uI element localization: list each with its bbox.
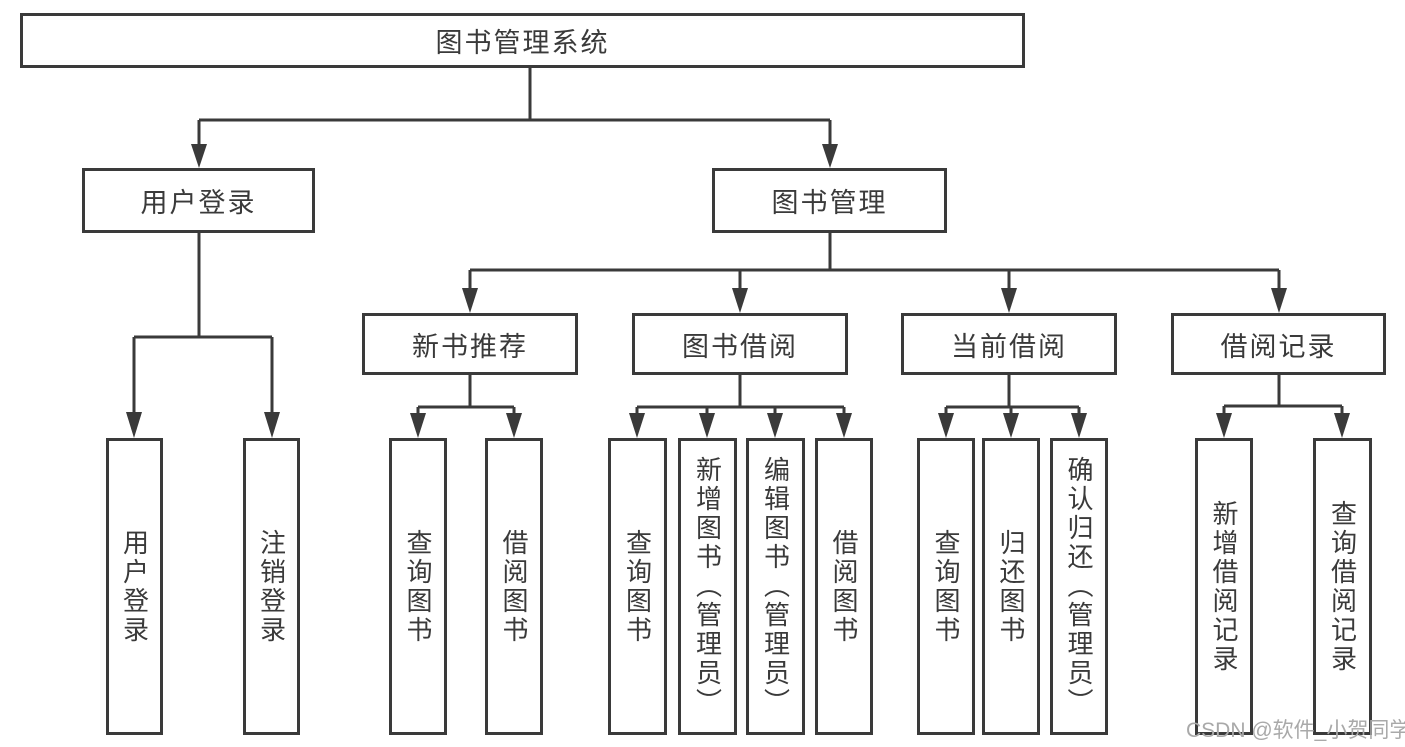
node-root: 图书管理系统 <box>20 13 1025 68</box>
node-book-management: 图书管理 <box>712 168 947 233</box>
connector-line <box>197 68 832 148</box>
connector-root-to-level2 <box>191 68 838 168</box>
leaf-logout: 注销登录 <box>243 438 300 735</box>
leaf-bb-query-books: 查询图书 <box>608 438 667 735</box>
leaf-user-login: 用户登录 <box>106 438 163 735</box>
connector-userlogin-to-leaves <box>126 233 280 438</box>
leaf-br-add-record: 新增借阅记录 <box>1195 438 1253 735</box>
connector-line <box>944 375 1081 418</box>
node-new-book-recommend: 新书推荐 <box>362 313 578 375</box>
arrowhead-icon <box>264 412 280 438</box>
arrowhead-icon <box>1071 413 1087 438</box>
leaf-cb-confirm-return-admin: 确认归还（管理员） <box>1050 438 1108 735</box>
node-borrow-records: 借阅记录 <box>1171 313 1386 375</box>
connector-line <box>1222 375 1344 418</box>
arrowhead-icon <box>191 144 207 168</box>
node-book-borrow: 图书借阅 <box>632 313 848 375</box>
leaf-br-query-record: 查询借阅记录 <box>1313 438 1372 735</box>
arrowhead-icon <box>1216 413 1232 438</box>
node-current-borrow: 当前借阅 <box>901 313 1117 375</box>
connector-currentborrow-to-leaves <box>938 375 1087 438</box>
arrowhead-icon <box>836 413 852 438</box>
arrowhead-icon <box>126 412 142 438</box>
arrowhead-icon <box>699 413 715 438</box>
arrowhead-icon <box>506 413 522 438</box>
node-user-login: 用户登录 <box>82 168 315 233</box>
arrowhead-icon <box>938 413 954 438</box>
arrowhead-icon <box>1334 413 1350 438</box>
leaf-nb-borrow-books: 借阅图书 <box>485 438 543 735</box>
connector-line <box>635 375 846 418</box>
arrowhead-icon <box>732 288 748 313</box>
arrowhead-icon <box>1001 288 1017 313</box>
arrowhead-icon <box>629 413 645 438</box>
leaf-cb-query-books: 查询图书 <box>917 438 975 735</box>
arrowhead-icon <box>1003 413 1019 438</box>
leaf-bb-add-books-admin: 新增图书（管理员） <box>678 438 737 735</box>
connector-borrowrecords-to-leaves <box>1216 375 1350 438</box>
arrowhead-icon <box>822 144 838 168</box>
connector-line <box>468 233 1281 293</box>
leaf-nb-query-books: 查询图书 <box>389 438 447 735</box>
watermark: CSDN @软件_小贺同学 <box>1186 719 1405 742</box>
arrowhead-icon <box>462 288 478 313</box>
arrowhead-icon <box>767 413 783 438</box>
connector-bookmgmt-to-level3 <box>462 233 1287 313</box>
arrowhead-icon <box>1271 288 1287 313</box>
connector-newbook-to-leaves <box>410 375 522 438</box>
arrowhead-icon <box>410 413 426 438</box>
connector-bookborrow-to-leaves <box>629 375 852 438</box>
connector-line <box>416 375 516 418</box>
leaf-bb-borrow-books: 借阅图书 <box>815 438 873 735</box>
connector-line <box>132 233 274 418</box>
leaf-bb-edit-books-admin: 编辑图书（管理员） <box>746 438 805 735</box>
leaf-cb-return-books: 归还图书 <box>982 438 1040 735</box>
